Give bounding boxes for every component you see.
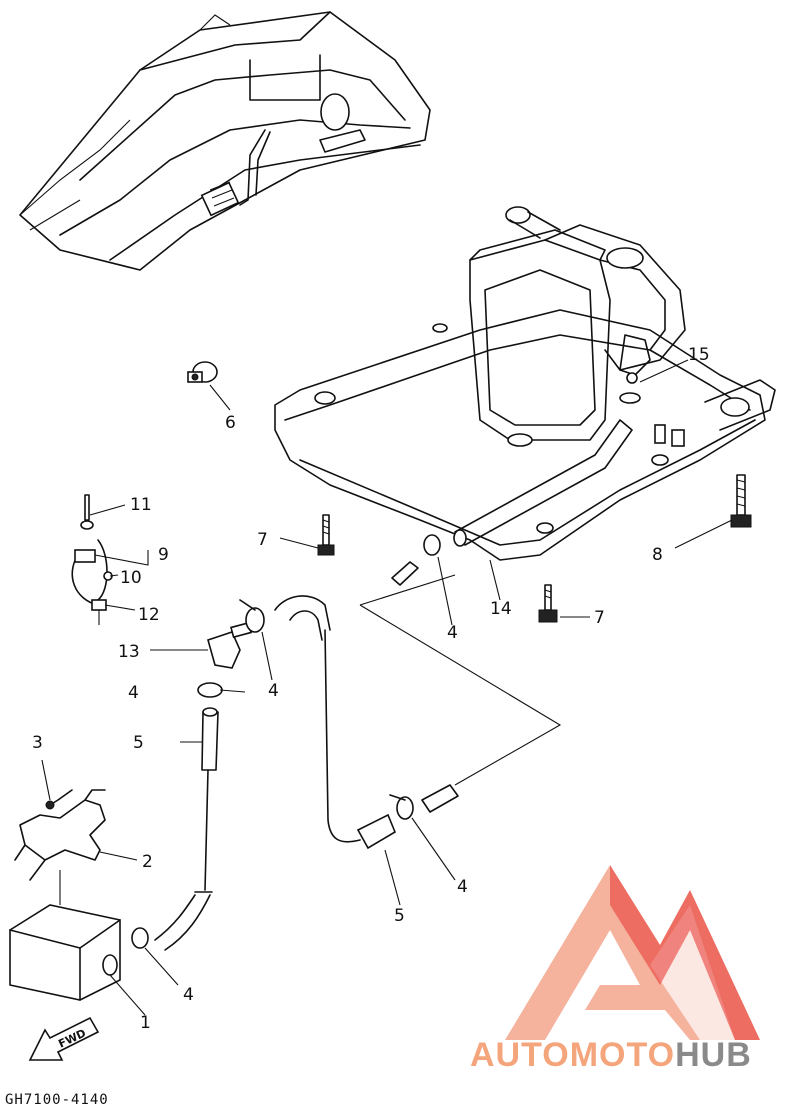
callout-7-left: 7 [257, 530, 268, 550]
hull-deck-drawing [19, 11, 431, 271]
logo-text-auto: AUTO [470, 1036, 570, 1074]
leader-lines [41, 359, 733, 1016]
callout-15: 15 [688, 345, 710, 365]
callout-4-left: 4 [128, 683, 139, 703]
callout-4-center: 4 [268, 681, 279, 701]
callout-13: 13 [118, 642, 140, 662]
callout-14: 14 [490, 599, 512, 619]
callout-12: 12 [138, 605, 160, 625]
callout-7-right: 7 [594, 608, 605, 628]
jet-pump-housing-drawing [274, 206, 776, 561]
logo-text-hub: HUB [675, 1036, 752, 1074]
small-parts-drawing [9, 361, 752, 1061]
callout-9: 9 [158, 545, 169, 565]
logo-text-moto: MOTO [570, 1036, 675, 1074]
callout-labels: 1 2 3 4 4 4 4 4 5 5 6 7 7 8 9 10 11 12 1… [32, 345, 710, 1033]
callout-5-left: 5 [133, 733, 144, 753]
svg-text:AUTOMOTOHUB: AUTOMOTOHUB [470, 1036, 752, 1074]
callout-3: 3 [32, 733, 43, 753]
callout-4-lower-left: 4 [183, 985, 194, 1005]
automotohub-logo: AUTOMOTOHUB [470, 865, 760, 1074]
callout-10: 10 [120, 568, 142, 588]
callout-8: 8 [652, 545, 663, 565]
callout-11: 11 [130, 495, 152, 515]
callout-1: 1 [140, 1013, 151, 1033]
callout-5-lower: 5 [394, 906, 405, 926]
callout-6: 6 [225, 413, 236, 433]
diagram-code: GH7100-4140 [5, 1092, 109, 1108]
callout-2: 2 [142, 852, 153, 872]
callout-4-right: 4 [457, 877, 468, 897]
callout-4-upper: 4 [447, 623, 458, 643]
